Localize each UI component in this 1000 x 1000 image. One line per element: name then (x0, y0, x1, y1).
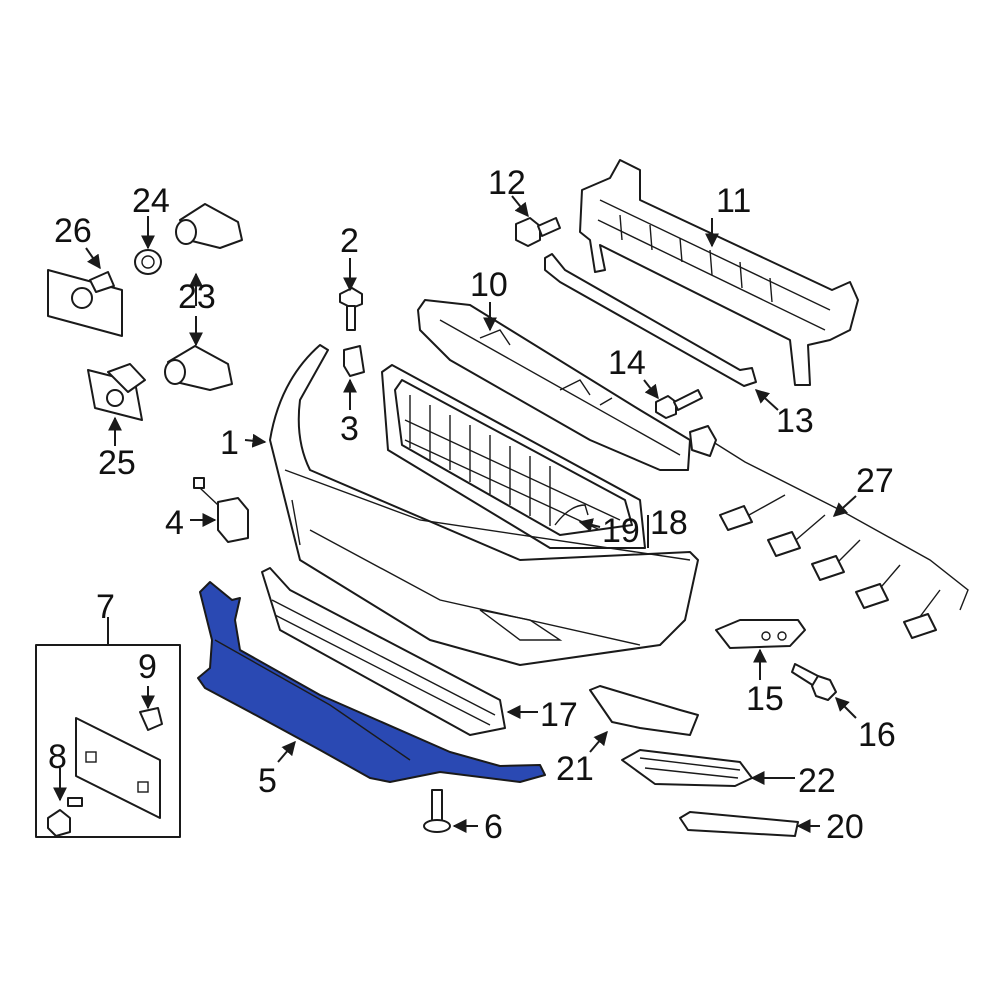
grille-wiring (554, 504, 589, 526)
bolt-14[interactable] (655, 389, 703, 419)
callout-6: 6 (484, 808, 503, 846)
lower-grille[interactable] (261, 567, 506, 736)
impact-strip[interactable] (544, 253, 757, 387)
callout-22: 22 (798, 762, 836, 800)
callout-21: 21 (556, 750, 594, 788)
callout-27: 27 (856, 462, 894, 500)
callout-23: 23 (178, 278, 216, 316)
air-deflector[interactable] (197, 581, 546, 783)
callout-5: 5 (258, 762, 277, 800)
fog-trim-22[interactable] (621, 749, 753, 787)
callout-25: 25 (98, 444, 136, 482)
callout-8: 8 (48, 738, 67, 776)
bracket-21[interactable] (589, 685, 699, 736)
callout-17: 17 (540, 696, 578, 734)
callout-16: 16 (858, 716, 896, 754)
screw-6[interactable] (423, 789, 451, 833)
callout-labels: 1 2 3 4 5 6 7 8 9 10 11 12 13 14 15 16 1… (48, 164, 896, 846)
callout-10: 10 (470, 266, 508, 304)
callout-7: 7 (96, 588, 115, 626)
air-deflector-fill (197, 581, 546, 783)
sensor-bracket-25[interactable] (87, 363, 146, 421)
callout-1: 1 (220, 424, 239, 462)
callout-12: 12 (488, 164, 526, 202)
callout-20: 20 (826, 808, 864, 846)
side-marker-15[interactable] (715, 619, 806, 649)
callout-18: 18 (650, 504, 688, 542)
reinforcement-beam[interactable] (579, 159, 859, 386)
energy-absorber[interactable] (417, 299, 691, 471)
parking-sensor-23-bottom[interactable] (164, 345, 233, 391)
push-pin-8[interactable] (47, 797, 83, 837)
callout-11: 11 (716, 182, 751, 220)
callout-2: 2 (340, 222, 359, 260)
sensor-4[interactable] (193, 477, 249, 543)
reflector-strip-20[interactable] (679, 811, 799, 837)
clip-nut-3[interactable] (343, 345, 365, 377)
callout-24: 24 (132, 182, 170, 220)
bolt-12[interactable] (515, 217, 561, 247)
callout-26: 26 (54, 212, 92, 250)
sensor-bracket-26[interactable] (47, 269, 123, 337)
bumper-cover[interactable] (269, 344, 699, 666)
callout-19: 19 (602, 512, 640, 550)
callout-14: 14 (608, 344, 646, 382)
grille-panel[interactable] (381, 364, 646, 549)
callout-9: 9 (138, 648, 157, 686)
sensor-harness[interactable] (689, 425, 969, 639)
sensor-ring-24[interactable] (134, 249, 162, 275)
callout-3: 3 (340, 410, 359, 448)
leader-lines (53, 195, 857, 833)
parking-sensor-23-top[interactable] (175, 203, 243, 249)
bolt-16[interactable] (791, 663, 837, 701)
callout-13: 13 (776, 402, 814, 440)
license-plate-bracket[interactable] (75, 717, 161, 819)
screw-2[interactable] (339, 287, 363, 331)
callout-15: 15 (746, 680, 784, 718)
callout-4: 4 (165, 504, 184, 542)
